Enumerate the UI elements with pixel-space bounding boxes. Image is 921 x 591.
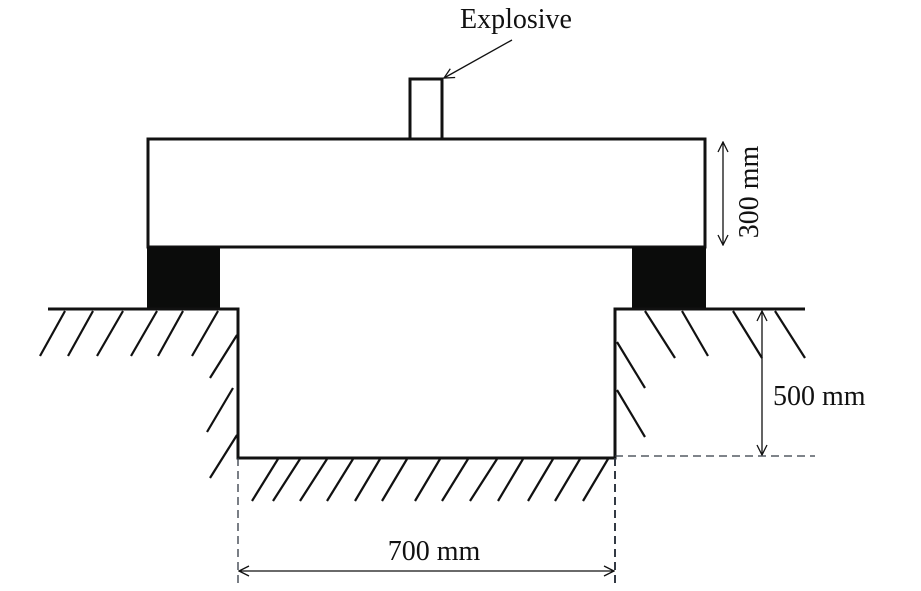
hatch-line [206,387,234,433]
hatch-line [209,334,238,379]
left-support [147,247,220,309]
hatch-line [414,458,441,502]
slab-thickness-label: 300 mm [734,146,765,239]
pit-depth-label: 500 mm [773,381,866,412]
hatch-line [441,458,469,502]
pit-width-label: 700 mm [388,536,481,567]
concrete-slab [146,137,707,249]
hatch-line [644,310,676,359]
hatch-line [582,458,609,502]
hatch-line [554,458,581,502]
hatch-line [681,310,709,357]
hatch-line [251,458,279,502]
explosive-charge [408,77,444,141]
hatch-line [354,458,381,502]
hatch-line [381,458,408,502]
hatch-line [527,458,554,502]
hatch-line [39,310,66,357]
soil-hatching [39,310,806,502]
hatch-line [616,389,646,438]
explosive-leader-arrow [444,39,513,78]
hatch-line [157,310,184,357]
hatch-line [616,341,646,389]
hatch-line [469,458,498,502]
hatch-line [497,458,524,502]
hatch-line [67,310,94,357]
hatch-line [299,458,328,502]
hatch-line [191,310,219,357]
explosive-label: Explosive [460,4,572,35]
hatch-line [130,310,158,357]
hatch-line [326,458,354,502]
hatch-line [732,310,763,359]
hatch-line [774,310,806,359]
right-support [632,247,706,309]
hatch-line [209,434,238,479]
pit-outline [48,307,805,460]
hatch-line [272,458,301,502]
hatch-line [96,310,124,357]
